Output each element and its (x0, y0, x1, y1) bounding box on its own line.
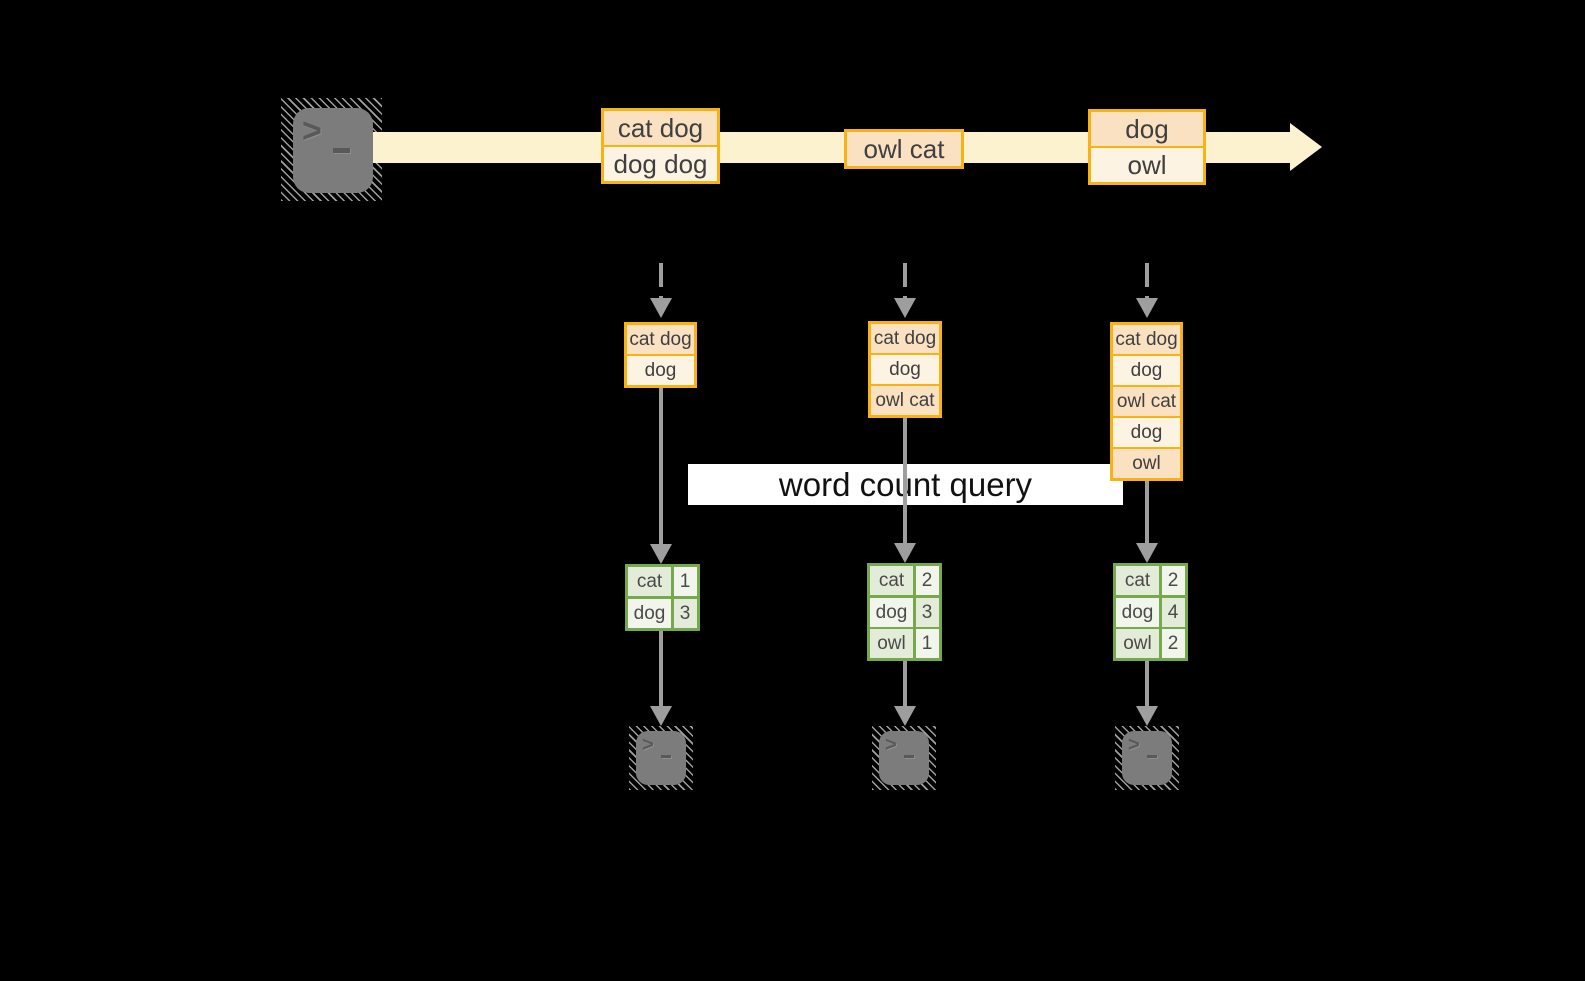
record-row: dog (1113, 416, 1180, 447)
word-cell: dog (1116, 597, 1159, 627)
count-cell: 4 (1161, 597, 1185, 627)
word-cell: cat (628, 567, 671, 596)
arrowhead-icon (650, 544, 672, 564)
arrow-line (903, 414, 907, 543)
terminal-cursor-icon (333, 148, 350, 153)
terminal-icon: > (636, 731, 686, 785)
arrow-line (659, 384, 663, 544)
record-row: dog dog (871, 353, 939, 384)
record-row: owl (1113, 447, 1180, 478)
word-cell: dog (870, 597, 913, 627)
dashed-arrowhead-icon (1136, 298, 1158, 318)
arrow-line (903, 656, 907, 706)
dashed-arrow-line (903, 263, 907, 298)
count-cell: 1 (673, 567, 697, 596)
terminal-cursor-icon (1147, 755, 1157, 758)
record-row: dog (1091, 112, 1203, 146)
word-count-table-3: cat 2 dog 4 owl 2 (1113, 563, 1188, 661)
record-row: dog dog (604, 145, 717, 181)
word-count-table-2: cat 2 dog 3 owl 1 (867, 563, 942, 661)
terminal-prompt-icon: > (1128, 734, 1140, 756)
word-cell: dog (628, 598, 671, 628)
terminal-icon: > (1122, 731, 1172, 785)
word-cell: cat (870, 566, 913, 595)
record-row: dog dog (627, 354, 694, 385)
word-cell: owl (870, 629, 913, 658)
stream-batch-3: dog owl (1088, 109, 1206, 185)
count-cell: 1 (915, 629, 939, 658)
stream-arrowhead-icon (1290, 123, 1322, 171)
record-stack-2: cat dog dog dog owl cat (868, 321, 942, 418)
count-cell: 2 (1161, 566, 1185, 595)
dashed-arrow-line (659, 263, 663, 298)
dashed-arrow-line (1145, 263, 1149, 298)
record-row: dog dog (1113, 354, 1180, 385)
count-cell: 2 (915, 566, 939, 595)
count-cell: 3 (673, 598, 697, 628)
terminal-icon: > (879, 731, 929, 785)
dashed-arrowhead-icon (650, 298, 672, 318)
terminal-icon: > (293, 108, 373, 193)
terminal-prompt-icon: > (302, 112, 322, 150)
arrowhead-icon (894, 706, 916, 726)
record-row: cat dog (627, 325, 694, 354)
record-row: owl cat (871, 384, 939, 415)
terminal-cursor-icon (904, 755, 914, 758)
arrowhead-icon (894, 543, 916, 563)
record-row: owl (1091, 146, 1203, 182)
arrowhead-icon (650, 706, 672, 726)
stream-batch-1: cat dog dog dog (601, 108, 720, 184)
arrow-line (1145, 655, 1149, 706)
dashed-arrowhead-icon (894, 298, 916, 318)
record-row: cat dog (1113, 325, 1180, 354)
terminal-prompt-icon: > (642, 734, 654, 756)
count-cell: 2 (1161, 629, 1185, 658)
arrowhead-icon (1136, 706, 1158, 726)
terminal-cursor-icon (661, 755, 671, 758)
record-row: cat dog (871, 324, 939, 353)
record-stack-1: cat dog dog dog (624, 322, 697, 388)
word-cell: cat (1116, 566, 1159, 595)
record-stack-3: cat dog dog dog owl cat dog owl (1110, 322, 1183, 481)
word-cell: owl (1116, 629, 1159, 658)
terminal-prompt-icon: > (885, 734, 897, 756)
arrowhead-icon (1136, 543, 1158, 563)
word-count-table-1: cat 1 dog 3 (625, 564, 700, 631)
record-row: cat dog (604, 111, 717, 145)
record-row: owl cat (847, 132, 961, 166)
arrow-line (659, 626, 663, 706)
stream-batch-2: owl cat (844, 129, 964, 169)
arrow-line (1145, 478, 1149, 543)
record-row: owl cat (1113, 385, 1180, 416)
count-cell: 3 (915, 597, 939, 627)
